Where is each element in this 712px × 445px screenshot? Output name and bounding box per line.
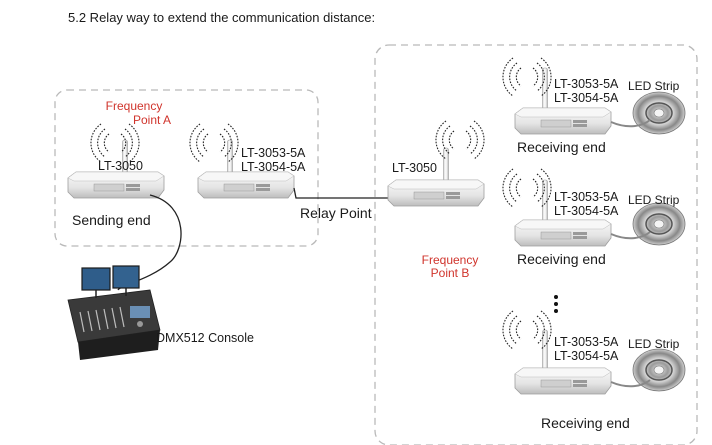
receiver-2 [502,168,686,247]
frequency-point-a-line2: Point A [133,113,171,127]
receiver-3 [502,310,686,395]
relay-rx-model-2: LT-3054-5A [241,160,306,174]
receiving-zone-box [374,44,698,445]
relay-point-label: Relay Point [300,205,372,221]
section-heading: 5.2 Relay way to extend the communicatio… [68,10,375,25]
relay-cable [293,187,390,199]
sender-model-label: LT-3050 [98,159,143,173]
receiver-2-model-2: LT-3054-5A [554,204,619,218]
relay-rx-model-1: LT-3053-5A [241,146,306,160]
receiver-1-led-strip-label: LED Strip [628,79,680,93]
sending-zone-box [54,89,319,247]
more-receivers-ellipsis [554,295,558,313]
frequency-point-b-line1: Frequency [422,253,479,267]
sending-end-caption: Sending end [72,212,151,228]
frequency-point-a-line1: Frequency [106,99,163,113]
receiver-1 [502,57,686,135]
receiver-1-caption: Receiving end [517,139,606,155]
receiver-1-model-1: LT-3053-5A [554,77,619,91]
wireless-signal-icon [435,120,485,160]
wireless-signal-icon [90,123,140,163]
dmx512-console-image [67,265,161,360]
receiver-2-model-1: LT-3053-5A [554,190,619,204]
receiver-1-model-2: LT-3054-5A [554,91,619,105]
receiver-3-model-2: LT-3054-5A [554,349,619,363]
relay-tx-model-label: LT-3050 [392,161,437,175]
receiver-3-led-strip-label: LED Strip [628,337,680,351]
receiver-2-caption: Receiving end [517,251,606,267]
console-caption: DMX512 Console [156,331,254,345]
receiver-3-model-1: LT-3053-5A [554,335,619,349]
receiver-2-led-strip-label: LED Strip [628,193,680,207]
frequency-point-b-line2: Point B [431,266,470,280]
led-strip-reel [632,91,686,135]
receiver-3-caption: Receiving end [541,415,630,431]
led-strip-reel [632,202,686,246]
